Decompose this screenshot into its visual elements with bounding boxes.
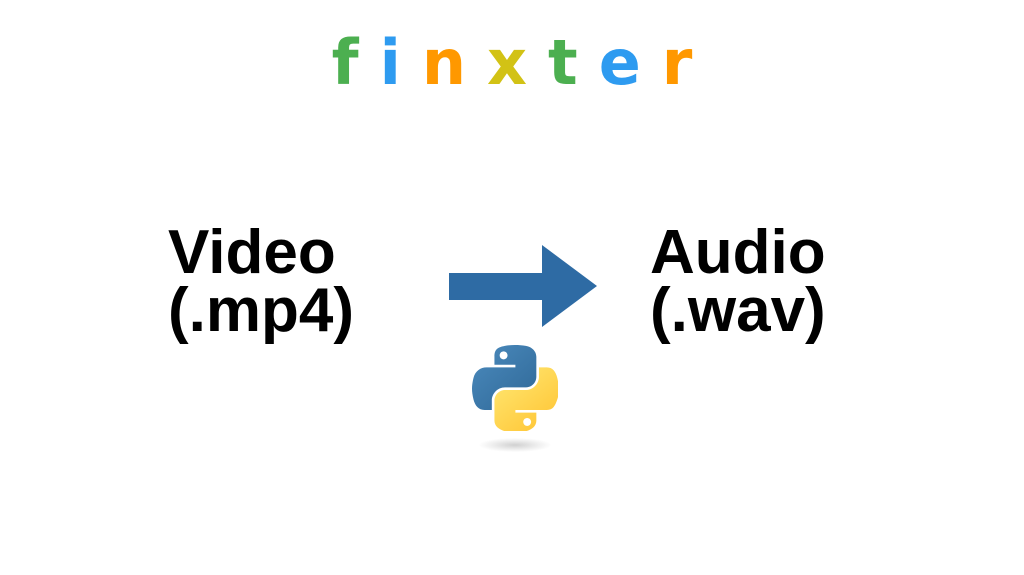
logo-letter-f: f: [331, 26, 359, 99]
right-arrow-svg: [449, 245, 597, 327]
video-label: Video (.mp4): [168, 218, 354, 345]
right-arrow-shape: [449, 245, 597, 327]
logo-letter-e: e: [598, 26, 641, 99]
logo-letter-x: x: [487, 26, 528, 99]
audio-label-line2: (.wav): [650, 275, 826, 345]
video-label-line1: Video: [168, 218, 336, 287]
python-blue-snake: [472, 345, 537, 410]
audio-label-line1: Audio: [650, 218, 826, 287]
logo-letter-n: n: [421, 26, 467, 99]
logo-letter-t: t: [548, 26, 578, 99]
right-arrow-icon: [449, 245, 597, 327]
python-logo-icon: [472, 345, 559, 452]
logo-letter-i: i: [379, 26, 401, 99]
audio-label: Audio (.wav): [650, 218, 826, 345]
python-yellow-snake: [494, 367, 559, 433]
python-logo-svg: [472, 345, 559, 433]
finxter-logo: f i n x t e r: [0, 32, 1024, 94]
python-logo-shadow: [479, 438, 551, 452]
logo-letter-r: r: [661, 26, 693, 99]
video-label-line2: (.mp4): [168, 275, 354, 345]
